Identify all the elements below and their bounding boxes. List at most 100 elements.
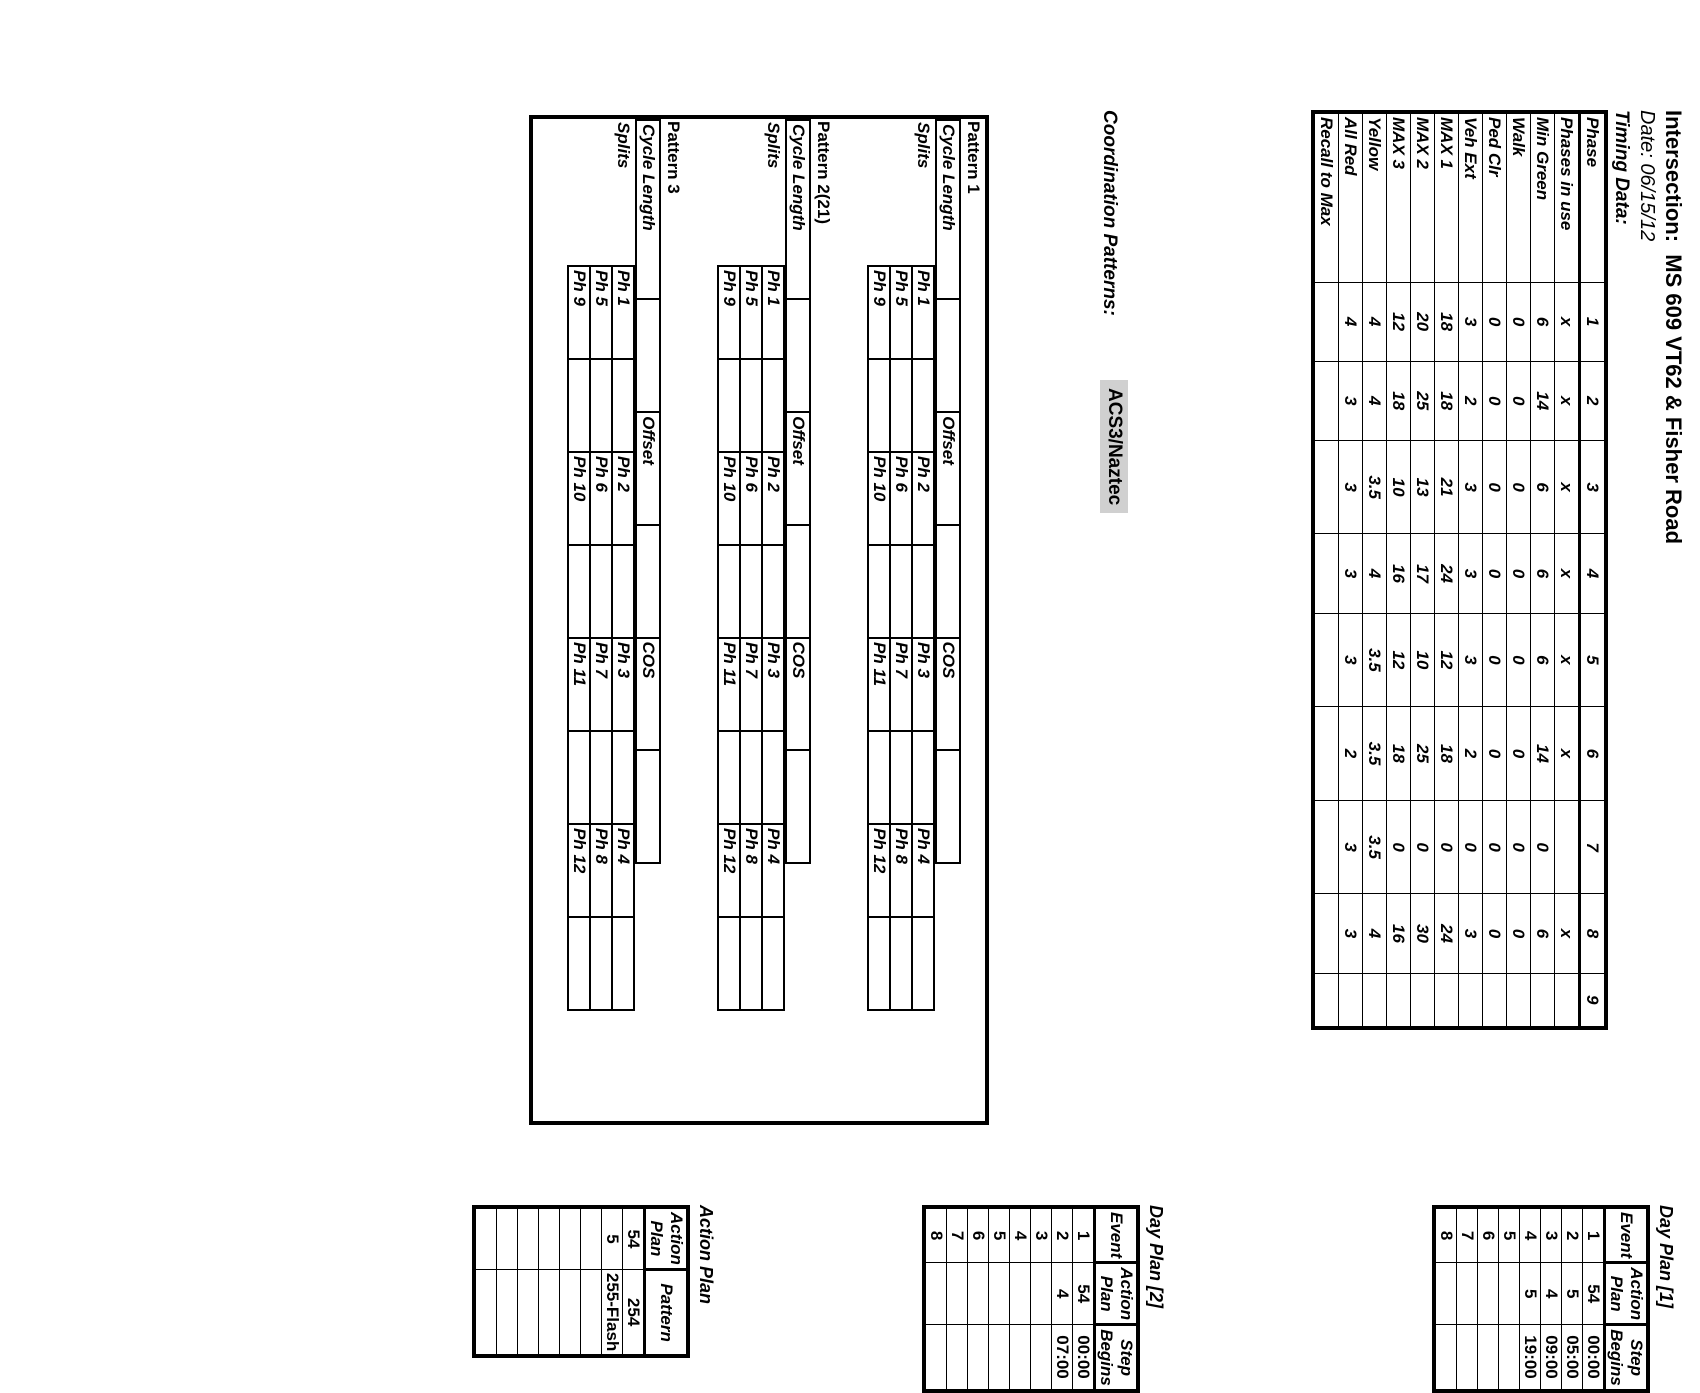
- pattern-header-cell: COS: [786, 637, 810, 751]
- timing-cell: 1: [1579, 282, 1606, 362]
- timing-cell: 6: [1530, 893, 1555, 974]
- timing-row-label: Ped Clr: [1482, 112, 1507, 282]
- timing-cell: 2: [1458, 361, 1483, 441]
- day-plan-1-cell: [1498, 1324, 1520, 1391]
- timing-cell: 0: [1506, 613, 1531, 707]
- action-plan-row: [496, 1207, 518, 1357]
- timing-cell: x: [1554, 361, 1580, 441]
- day-plan-2-cell: 4: [1009, 1207, 1031, 1263]
- timing-cell: 0: [1482, 440, 1507, 534]
- coordination-label: Coordination Patterns:: [1099, 110, 1120, 316]
- split-phase-cell: Ph 2: [912, 452, 934, 545]
- split-phase-cell: Ph 12: [718, 824, 740, 917]
- timing-cell: 0: [1434, 800, 1459, 894]
- split-phase-cell: Ph 5: [590, 266, 612, 359]
- day-plan-2-cell: [946, 1262, 968, 1325]
- day-plan-2-cell: [924, 1324, 947, 1391]
- timing-row-label: Walk: [1506, 112, 1531, 282]
- timing-cell: 3: [1579, 440, 1606, 534]
- timing-cell: [1506, 973, 1531, 1028]
- timing-cell: [1313, 613, 1339, 707]
- day-plan-1-cell: 54: [1582, 1262, 1605, 1325]
- splits-label: [718, 119, 740, 266]
- split-phase-cell: Ph 7: [890, 638, 912, 731]
- split-phase-cell: Ph 6: [590, 452, 612, 545]
- day-plan-1-cell: [1434, 1324, 1457, 1391]
- timing-cell: 4: [1362, 282, 1387, 362]
- timing-cell: 3: [1458, 440, 1483, 534]
- timing-cell: [1410, 973, 1435, 1028]
- timing-cell: 0: [1482, 533, 1507, 614]
- timing-cell: 12: [1386, 613, 1411, 707]
- action-plan-title: Action Plan: [696, 1205, 716, 1305]
- timing-cell: 3: [1338, 533, 1363, 614]
- pattern-header-cell: [936, 750, 960, 863]
- splits-label: Splits: [914, 122, 933, 169]
- split-value-cell: [590, 917, 612, 1010]
- timing-cell: 0: [1530, 800, 1555, 894]
- split-phase-cell: Ph 12: [868, 824, 890, 917]
- split-value-cell: [740, 731, 762, 824]
- split-phase-cell: Ph 11: [568, 638, 590, 731]
- timing-cell: 0: [1482, 893, 1507, 974]
- timing-sheet: Intersection: MS 609 VT62 & Fisher Road …: [472, 110, 1686, 1393]
- timing-cell: [1313, 282, 1339, 362]
- day-plan-1-header-cell: Event: [1604, 1207, 1648, 1263]
- day-plan-2-row: 8: [924, 1207, 947, 1391]
- pattern-title: Pattern 3: [664, 121, 683, 194]
- timing-cell: [1458, 973, 1483, 1028]
- split-value-cell: [568, 359, 590, 452]
- timing-cell: 14: [1530, 706, 1555, 801]
- pattern-header-cell: [936, 299, 960, 413]
- timing-cell: 25: [1410, 361, 1435, 441]
- timing-cell: 3.5: [1362, 706, 1387, 801]
- timing-cell: 10: [1386, 440, 1411, 534]
- timing-row-label: Yellow: [1362, 112, 1387, 282]
- split-phase-cell: Ph 5: [890, 266, 912, 359]
- timing-cell: 2: [1338, 706, 1363, 801]
- timing-cell: [1313, 361, 1339, 441]
- timing-cell: 0: [1482, 613, 1507, 707]
- split-phase-cell: Ph 5: [740, 266, 762, 359]
- day-plan-1-cell: [1456, 1262, 1478, 1325]
- day-plan-2-cell: 54: [1072, 1262, 1095, 1325]
- intersection-title: Intersection: MS 609 VT62 & Fisher Road: [1660, 110, 1686, 544]
- timing-cell: [1313, 973, 1339, 1028]
- timing-cell: x: [1554, 893, 1580, 974]
- split-value-cell: [568, 917, 590, 1010]
- timing-row-label: Veh Ext: [1458, 112, 1483, 282]
- split-value-cell: [568, 731, 590, 824]
- timing-cell: 4: [1362, 893, 1387, 974]
- split-phase-cell: Ph 3: [612, 638, 634, 731]
- timing-cell: 3: [1458, 893, 1483, 974]
- split-phase-cell: Ph 6: [740, 452, 762, 545]
- split-value-cell: [890, 917, 912, 1010]
- split-value-cell: [612, 545, 634, 638]
- timing-cell: 3.5: [1362, 800, 1387, 894]
- day-plan-2-cell: 5: [988, 1207, 1010, 1263]
- intersection-label: Intersection:: [1661, 110, 1686, 243]
- timing-cell: [1313, 533, 1339, 614]
- pattern-header-cell: Cycle Length: [636, 120, 660, 300]
- pattern-header-cell: COS: [636, 637, 660, 751]
- day-plan-2-row: 5: [988, 1207, 1010, 1391]
- split-value-cell: [912, 731, 934, 824]
- day-plan-2-cell: 7: [946, 1207, 968, 1263]
- pattern-header-cell: [636, 299, 660, 413]
- action-plan-cell: 54: [622, 1207, 645, 1270]
- split-phase-cell: Ph 9: [718, 266, 740, 359]
